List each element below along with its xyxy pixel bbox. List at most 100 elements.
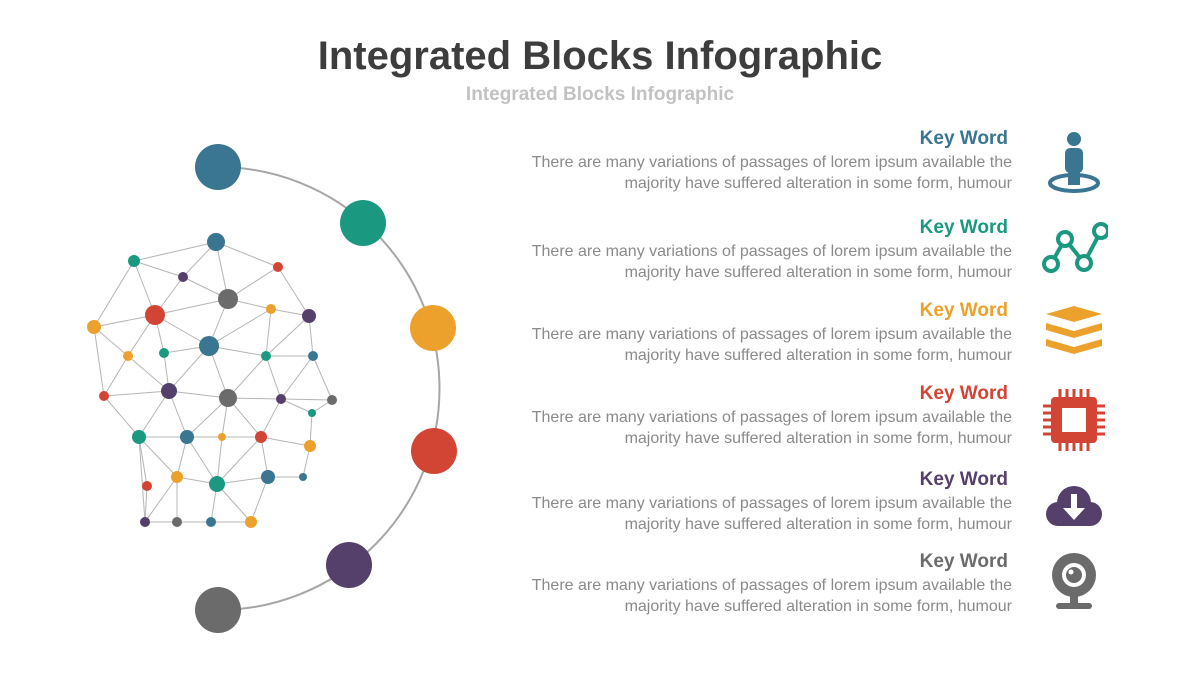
network-edge (227, 355, 267, 399)
arc-circle-4 (411, 428, 457, 474)
keyword-heading: Key Word (919, 300, 1008, 321)
network-edge (168, 345, 210, 392)
person-location-icon (1048, 132, 1100, 193)
keyword-heading: Key Word (919, 217, 1008, 238)
description-line-1: There are many variations of passages of… (531, 326, 1012, 343)
network-node (87, 320, 101, 334)
network-edge (260, 436, 311, 447)
network-edge (93, 260, 135, 328)
network-edge (186, 436, 218, 485)
network-edge (280, 398, 313, 414)
network-edge (250, 476, 269, 523)
network-node (161, 383, 177, 399)
network-edge (133, 260, 184, 278)
network-node (218, 433, 226, 441)
arc-circles (195, 144, 457, 633)
arc-circle-5 (326, 542, 372, 588)
description-line-2: majority have suffered alteration in som… (624, 429, 1012, 447)
network-node (299, 473, 307, 481)
network-edge (186, 397, 229, 438)
description-line-2: majority have suffered alteration in som… (624, 346, 1012, 364)
network-edge (103, 390, 170, 397)
arc-circle-1 (195, 144, 241, 190)
item-description: There are many variations of passages of… (452, 242, 1012, 283)
network-node (276, 394, 286, 404)
keyword-heading: Key Word (919, 383, 1008, 404)
network-node (206, 517, 216, 527)
network-edge (103, 395, 140, 438)
network-edge (138, 436, 178, 478)
cpu-chip-icon (1043, 389, 1105, 451)
network-node (245, 516, 257, 528)
network-edge (127, 355, 170, 392)
network-node (273, 262, 283, 272)
line-chart-icon (1042, 222, 1108, 273)
network-node (178, 272, 188, 282)
network-node (261, 351, 271, 361)
network-edge (138, 436, 146, 523)
network-node (142, 481, 152, 491)
layers-icon (1046, 306, 1102, 354)
network-node (172, 517, 182, 527)
item-description: There are many variations of passages of… (452, 494, 1012, 535)
network-node (171, 471, 183, 483)
network-edge (280, 355, 314, 400)
network-node (123, 351, 133, 361)
network-node (302, 309, 316, 323)
description-line-2: majority have suffered alteration in som… (624, 597, 1012, 615)
description-line-2: majority have suffered alteration in som… (624, 174, 1012, 192)
arc-circle-6 (195, 587, 241, 633)
network-node (140, 517, 150, 527)
keyword-heading: Key Word (919, 128, 1008, 149)
network-edge (265, 315, 310, 357)
page-title: Integrated Blocks Infographic (317, 34, 883, 78)
item-description: There are many variations of passages of… (452, 408, 1012, 449)
network-node (207, 233, 225, 251)
network-edge (216, 476, 269, 485)
network-node (145, 305, 165, 325)
network-edge (168, 390, 188, 438)
cloud-download-icon (1046, 486, 1102, 526)
network-edge (144, 476, 178, 523)
network-edge (93, 326, 105, 397)
arc-circle-2 (340, 200, 386, 246)
description-line-1: There are many variations of passages of… (531, 495, 1012, 512)
network-edge (312, 355, 333, 401)
network-edge (93, 314, 156, 328)
network-node (266, 304, 276, 314)
network-node (209, 476, 225, 492)
network-edge (277, 266, 310, 317)
description-line-1: There are many variations of passages of… (531, 243, 1012, 260)
network-edge (168, 390, 229, 399)
network-node (99, 391, 109, 401)
item-description: There are many variations of passages of… (452, 153, 1012, 194)
network-edge (133, 241, 217, 262)
network-node (218, 289, 238, 309)
network-edge (144, 485, 148, 523)
network-node (327, 395, 337, 405)
network-edge (154, 298, 229, 316)
description-line-1: There are many variations of passages of… (531, 154, 1012, 171)
network-edge (260, 398, 282, 438)
network-edge (93, 326, 129, 357)
network-edge (280, 398, 333, 401)
keyword-heading: Key Word (919, 551, 1008, 572)
description-line-2: majority have suffered alteration in som… (624, 263, 1012, 281)
network-nodes (87, 233, 337, 528)
item-description: There are many variations of passages of… (452, 576, 1012, 617)
network-node (132, 430, 146, 444)
network-node (199, 336, 219, 356)
network-node (180, 430, 194, 444)
network-edge (138, 390, 170, 438)
description-line-1: There are many variations of passages of… (531, 409, 1012, 426)
keyword-heading: Key Word (919, 469, 1008, 490)
network-node (128, 255, 140, 267)
network-node (304, 440, 316, 452)
network-edge (208, 308, 272, 347)
